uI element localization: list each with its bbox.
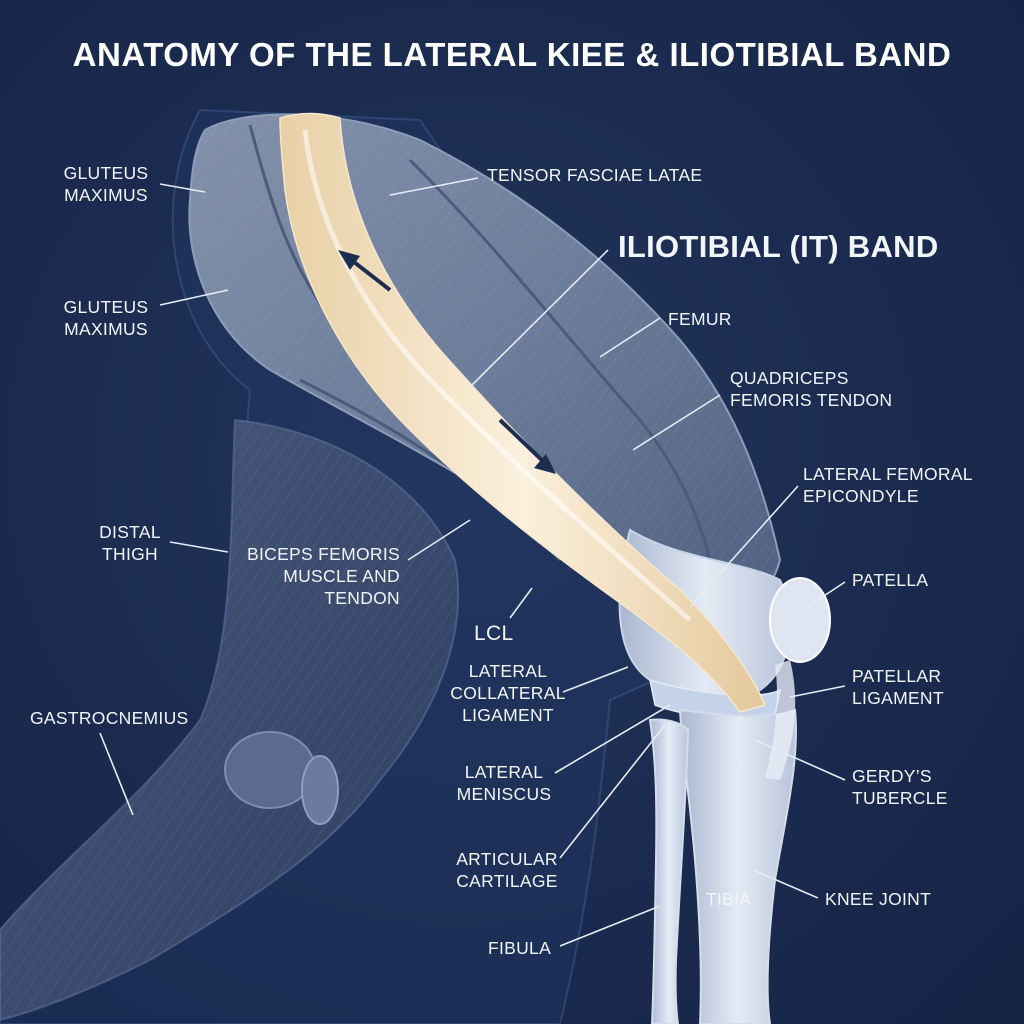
label-tensor-fasciae-latae: TENSOR FASCIAE LATAE	[487, 165, 703, 185]
leader-knee-joint	[752, 869, 819, 899]
page-title: ANATOMY OF THE LATERAL KIEE & ILIOTIBIAL…	[72, 36, 952, 73]
leader-articular	[559, 724, 666, 859]
leader-lcl	[509, 587, 533, 619]
leader-gluteus-upper	[159, 183, 206, 193]
leader-quadriceps	[632, 394, 721, 451]
label-line: FEMORIS TENDON	[730, 390, 893, 410]
leader-lateral-collateral	[562, 666, 629, 693]
label-line: LATERAL	[464, 762, 544, 782]
leader-itband	[471, 249, 609, 386]
label-patella: PATELLA	[852, 570, 929, 590]
label-articular-cartilage: ARTICULAR CARTILAGE	[448, 848, 566, 892]
label-line: GLUTEUS	[63, 163, 149, 183]
label-lateral-meniscus: LATERAL MENISCUS	[452, 761, 556, 805]
label-line: LATERAL FEMORAL	[803, 464, 973, 484]
label-line: MAXIMUS	[64, 185, 148, 205]
arrow-up-head	[338, 250, 360, 270]
label-gluteus-maximus-lower: GLUTEUS MAXIMUS	[56, 296, 156, 340]
label-femur: FEMUR	[668, 309, 732, 329]
label-lcl: LCL	[474, 622, 514, 645]
label-line: EPICONDYLE	[803, 486, 919, 506]
label-line: MUSCLE AND	[283, 566, 400, 586]
label-gastrocnemius: GASTROCNEMIUS	[30, 708, 189, 728]
label-line: QUADRICEPS	[730, 368, 849, 388]
label-knee-joint: KNEE JOINT	[825, 889, 932, 909]
label-line: PATELLAR	[852, 666, 942, 686]
leader-patella	[794, 581, 846, 616]
leader-tfl	[389, 177, 479, 196]
label-fibula: FIBULA	[488, 938, 552, 958]
label-line: BICEPS FEMORIS	[247, 544, 400, 564]
label-line: COLLATERAL	[450, 683, 566, 703]
patella-bone	[769, 577, 831, 663]
label-patellar-ligament: PATELLAR LIGAMENT	[852, 665, 944, 709]
label-quadriceps-tendon: QUADRICEPS FEMORIS TENDON	[730, 367, 892, 411]
arrow-down-head	[534, 454, 556, 474]
label-tibia: TIBIA	[706, 889, 752, 909]
label-line: MENISCUS	[456, 784, 552, 804]
label-line: LIGAMENT	[462, 705, 554, 725]
label-line: TENDON	[324, 588, 400, 608]
leader-patellar-ligament	[789, 685, 846, 698]
patellar-ligament-shape	[765, 660, 796, 780]
leader-epicondyle	[689, 485, 799, 608]
label-line: LIGAMENT	[852, 688, 944, 708]
label-line: THIGH	[102, 544, 158, 564]
muscle-division-2	[408, 158, 712, 561]
leader-fibula	[559, 905, 661, 947]
leader-biceps	[407, 519, 471, 561]
label-gerdys-tubercle: GERDY’S TUBERCLE	[852, 765, 948, 809]
label-gluteus-maximus-upper: GLUTEUS MAXIMUS	[56, 162, 156, 206]
label-line: GLUTEUS	[63, 297, 149, 317]
it-band-highlight	[302, 129, 692, 622]
leader-gastrocnemius	[99, 732, 134, 816]
label-line: GERDY’S	[852, 766, 932, 786]
leader-lines	[99, 177, 846, 947]
knee-cap-shadow-2	[301, 755, 339, 825]
label-line: LATERAL	[468, 661, 548, 681]
leader-distal-thigh	[169, 541, 229, 553]
label-line: ARTICULAR	[456, 849, 558, 869]
fibula-bone	[648, 718, 690, 1024]
leader-gluteus-lower	[159, 289, 229, 306]
label-distal-thigh: DISTAL THIGH	[88, 521, 172, 565]
leader-meniscus	[554, 704, 671, 774]
label-lateral-femoral-epicondyle: LATERAL FEMORAL EPICONDYLE	[803, 463, 973, 507]
label-line: DISTAL	[99, 522, 161, 542]
leader-gerdys	[754, 739, 846, 781]
it-band-shape	[279, 112, 767, 713]
calf-fibers	[0, 420, 459, 1020]
label-iliotibial-band: ILIOTIBIAL (IT) BAND	[618, 229, 939, 264]
label-biceps-femoris: BICEPS FEMORIS MUSCLE AND TENDON	[230, 543, 400, 609]
leader-femur	[599, 317, 661, 358]
femur-condyle	[618, 528, 792, 697]
label-lateral-collateral-ligament: LATERAL COLLATERAL LIGAMENT	[450, 660, 566, 726]
arrow-down	[498, 418, 550, 468]
label-line: MAXIMUS	[64, 319, 148, 339]
label-line: TUBERCLE	[852, 788, 948, 808]
label-line: CARTILAGE	[456, 871, 558, 891]
